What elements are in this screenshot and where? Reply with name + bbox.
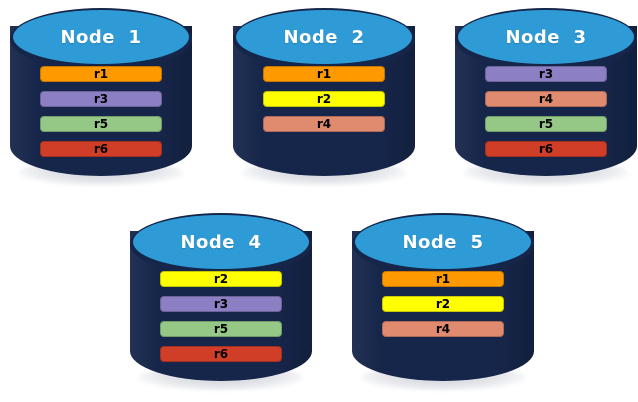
replica-bar[interactable]: r2 xyxy=(160,271,282,287)
replica-bar[interactable]: r3 xyxy=(40,91,162,107)
node-title: Node 3 xyxy=(505,26,587,48)
replica-bar[interactable]: r2 xyxy=(263,91,385,107)
replica-bar[interactable]: r3 xyxy=(160,296,282,312)
database-node[interactable]: Node 5 r1 r2 r4 xyxy=(352,213,534,391)
node-title: Node 4 xyxy=(180,231,262,253)
replica-bar[interactable]: r1 xyxy=(263,66,385,82)
replica-bar[interactable]: r1 xyxy=(40,66,162,82)
replica-bar[interactable]: r6 xyxy=(160,346,282,362)
replica-bar[interactable]: r4 xyxy=(263,116,385,132)
node-top-ellipse: Node 4 xyxy=(133,215,309,269)
node-top-ellipse: Node 5 xyxy=(355,215,531,269)
replica-list: r1 r3 r5 r6 xyxy=(40,66,162,166)
node-top-ellipse: Node 1 xyxy=(13,10,189,64)
node-title: Node 2 xyxy=(283,26,365,48)
replica-list: r1 r2 r4 xyxy=(382,271,504,346)
replica-bar[interactable]: r3 xyxy=(485,66,607,82)
database-node[interactable]: Node 1 r1 r3 r5 r6 xyxy=(10,8,192,186)
replica-bar[interactable]: r2 xyxy=(382,296,504,312)
replica-bar[interactable]: r5 xyxy=(40,116,162,132)
replica-list: r2 r3 r5 r6 xyxy=(160,271,282,371)
replica-bar[interactable]: r5 xyxy=(485,116,607,132)
node-title: Node 1 xyxy=(60,26,142,48)
replica-bar[interactable]: r4 xyxy=(485,91,607,107)
node-top-ellipse: Node 3 xyxy=(458,10,634,64)
replica-bar[interactable]: r1 xyxy=(382,271,504,287)
database-node[interactable]: Node 2 r1 r2 r4 xyxy=(233,8,415,186)
database-node[interactable]: Node 4 r2 r3 r5 r6 xyxy=(130,213,312,391)
replica-list: r1 r2 r4 xyxy=(263,66,385,141)
replica-bar[interactable]: r4 xyxy=(382,321,504,337)
replica-list: r3 r4 r5 r6 xyxy=(485,66,607,166)
replica-bar[interactable]: r6 xyxy=(485,141,607,157)
node-top-ellipse: Node 2 xyxy=(236,10,412,64)
replica-bar[interactable]: r6 xyxy=(40,141,162,157)
replica-bar[interactable]: r5 xyxy=(160,321,282,337)
node-title: Node 5 xyxy=(402,231,484,253)
database-node[interactable]: Node 3 r3 r4 r5 r6 xyxy=(455,8,637,186)
